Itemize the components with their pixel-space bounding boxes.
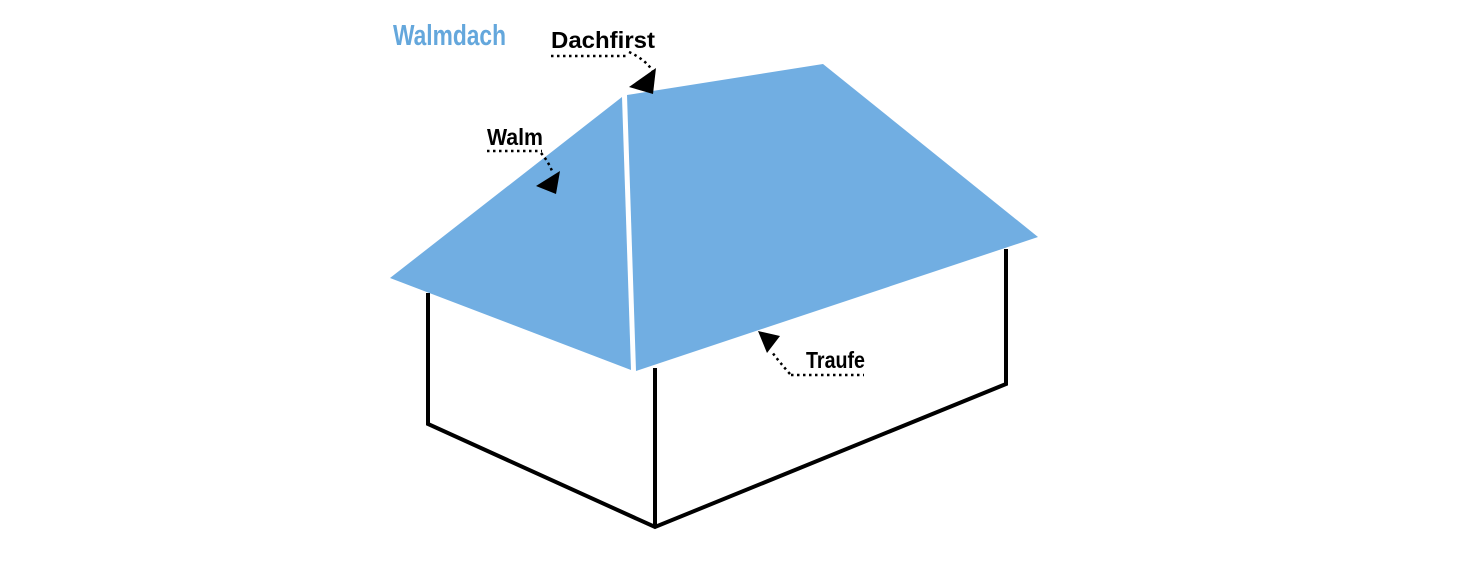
walm-arrowhead-icon <box>536 171 560 194</box>
walm-arrow-shaft <box>540 152 554 172</box>
traufe-arrow-shaft <box>770 351 791 375</box>
label-dachfirst: Dachfirst <box>551 27 655 53</box>
dachfirst-arrowhead-icon <box>629 68 656 94</box>
dachfirst-arrow-shaft <box>628 50 655 73</box>
roof-hip-face <box>390 97 631 370</box>
traufe-arrowhead-icon <box>758 331 780 353</box>
label-traufe: Traufe <box>806 347 865 373</box>
diagram-title: Walmdach <box>393 20 506 52</box>
roof-front-face <box>627 64 1038 371</box>
label-walm: Walm <box>487 124 543 150</box>
